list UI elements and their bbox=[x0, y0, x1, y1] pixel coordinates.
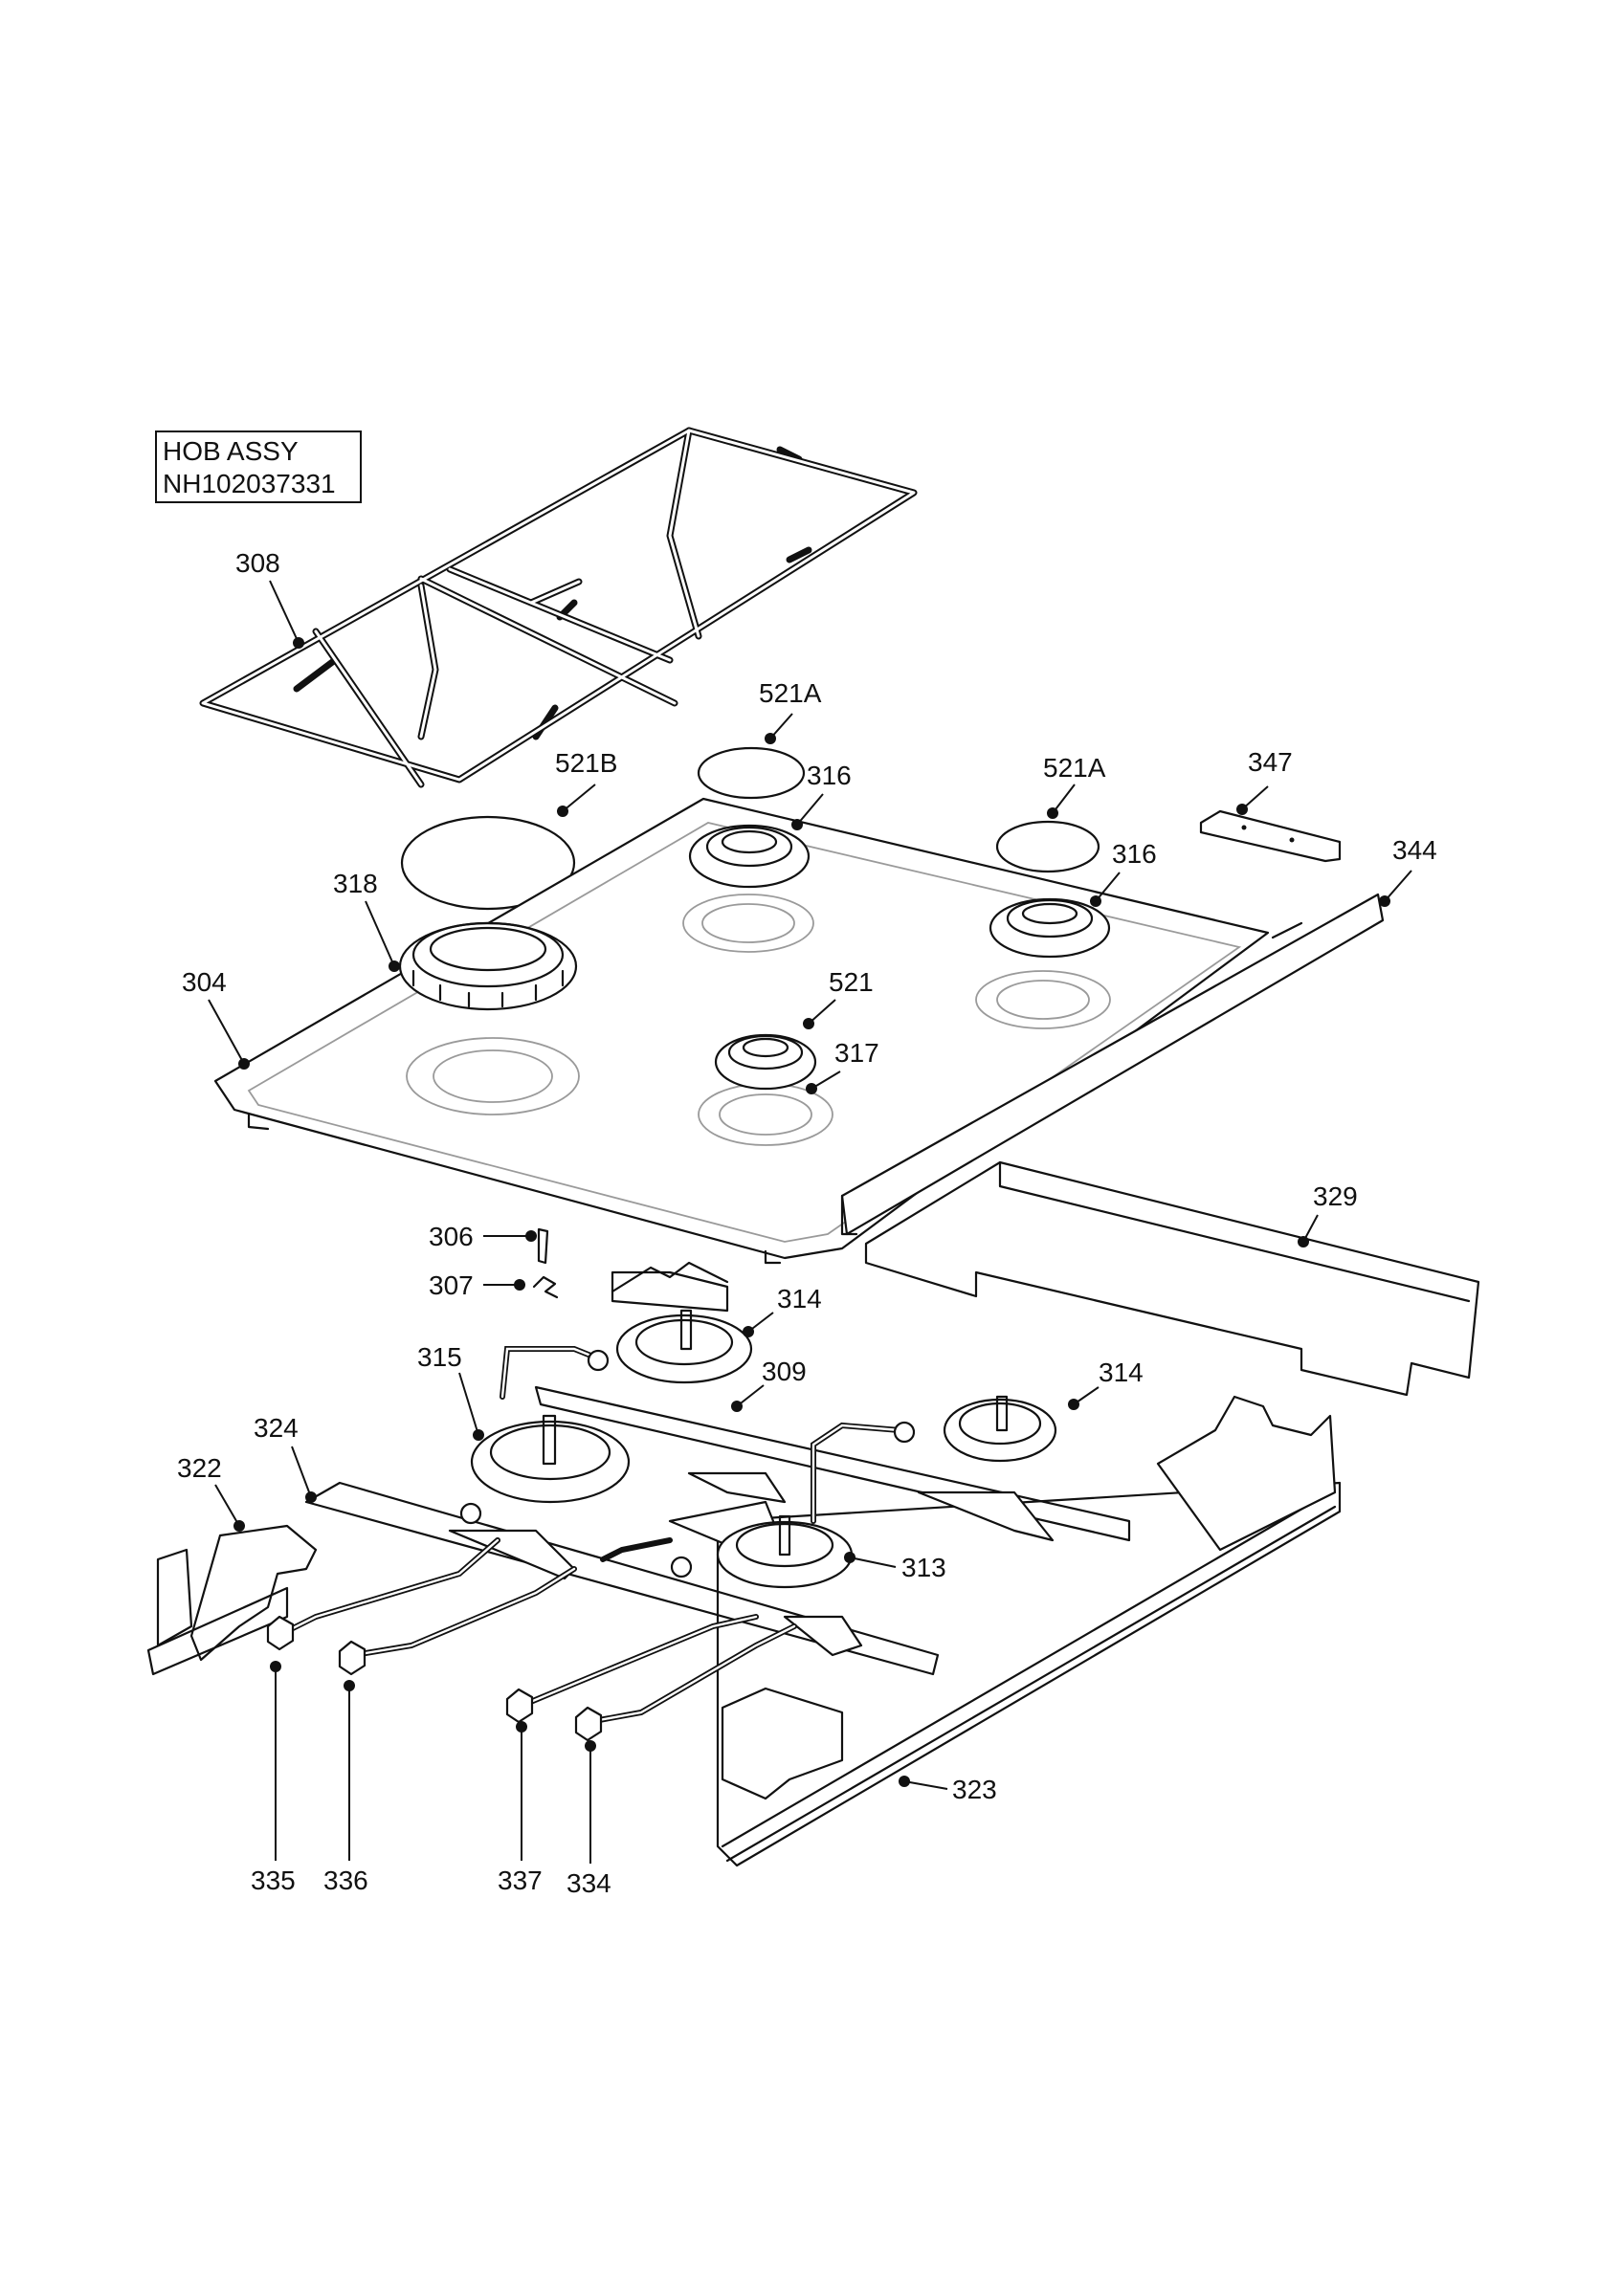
burner-body-rear-314 bbox=[615, 1309, 753, 1384]
back-panel-329 bbox=[864, 1160, 1480, 1397]
injector-335 bbox=[266, 1615, 295, 1651]
gas-supply-pipes bbox=[275, 1346, 902, 1725]
burner-bodies bbox=[470, 1309, 1057, 1589]
label-309: 309 bbox=[762, 1357, 807, 1386]
label-313: 313 bbox=[901, 1553, 946, 1582]
burner-cap-rear-right bbox=[995, 820, 1100, 873]
label-334: 334 bbox=[567, 1868, 611, 1898]
injector-337 bbox=[505, 1688, 534, 1724]
burner-front-317 bbox=[714, 1033, 817, 1091]
burner-large-318 bbox=[398, 921, 578, 1011]
label-317: 317 bbox=[834, 1038, 879, 1068]
burner-body-rear-right-314 bbox=[943, 1395, 1057, 1463]
label-347: 347 bbox=[1248, 747, 1293, 777]
label-344: 344 bbox=[1392, 835, 1437, 865]
rear-trim-strip bbox=[840, 893, 1385, 1236]
injector-336 bbox=[338, 1640, 367, 1676]
bracket-347 bbox=[1199, 809, 1342, 863]
label-314: 314 bbox=[777, 1284, 822, 1314]
label-304: 304 bbox=[182, 967, 227, 997]
burner-body-large-315 bbox=[470, 1414, 631, 1504]
clip-306 bbox=[537, 1227, 549, 1265]
assembly-title: HOB ASSY bbox=[163, 436, 299, 466]
burner-heads bbox=[398, 824, 1111, 1091]
label-314-right: 314 bbox=[1099, 1358, 1144, 1387]
label-316: 316 bbox=[807, 761, 852, 790]
burner-rear-left-316 bbox=[688, 824, 811, 889]
injectors bbox=[266, 1349, 916, 1742]
label-318: 318 bbox=[333, 869, 378, 898]
label-315: 315 bbox=[417, 1342, 462, 1372]
label-337: 337 bbox=[498, 1866, 543, 1895]
label-329: 329 bbox=[1313, 1181, 1358, 1211]
label-336: 336 bbox=[323, 1866, 368, 1895]
leader-lines bbox=[208, 580, 1412, 1864]
part-labels: 308 521A 521B 316 521A 347 316 344 318 3… bbox=[177, 548, 1437, 1898]
large-burner-cap bbox=[400, 815, 576, 911]
spring-307 bbox=[532, 1275, 559, 1299]
label-521A: 521A bbox=[759, 678, 822, 708]
pan-support-grate bbox=[199, 427, 918, 788]
label-323: 323 bbox=[952, 1775, 997, 1804]
assembly-title-box: HOB ASSY NH102037331 bbox=[155, 430, 362, 503]
label-306: 306 bbox=[429, 1222, 474, 1251]
label-521B: 521B bbox=[555, 748, 617, 778]
label-521: 521 bbox=[829, 967, 874, 997]
label-324: 324 bbox=[254, 1413, 299, 1443]
burner-rear-right-316 bbox=[989, 897, 1111, 959]
assembly-part-number: NH102037331 bbox=[163, 469, 336, 498]
label-316-right: 316 bbox=[1112, 839, 1157, 869]
label-322: 322 bbox=[177, 1453, 222, 1483]
label-521A-right: 521A bbox=[1043, 753, 1106, 783]
label-308: 308 bbox=[235, 548, 280, 578]
label-307: 307 bbox=[429, 1270, 474, 1300]
label-335: 335 bbox=[251, 1866, 296, 1895]
injector-334 bbox=[574, 1706, 603, 1742]
burner-cap-rear-left bbox=[697, 746, 806, 800]
burner-chassis bbox=[146, 1261, 1342, 1867]
